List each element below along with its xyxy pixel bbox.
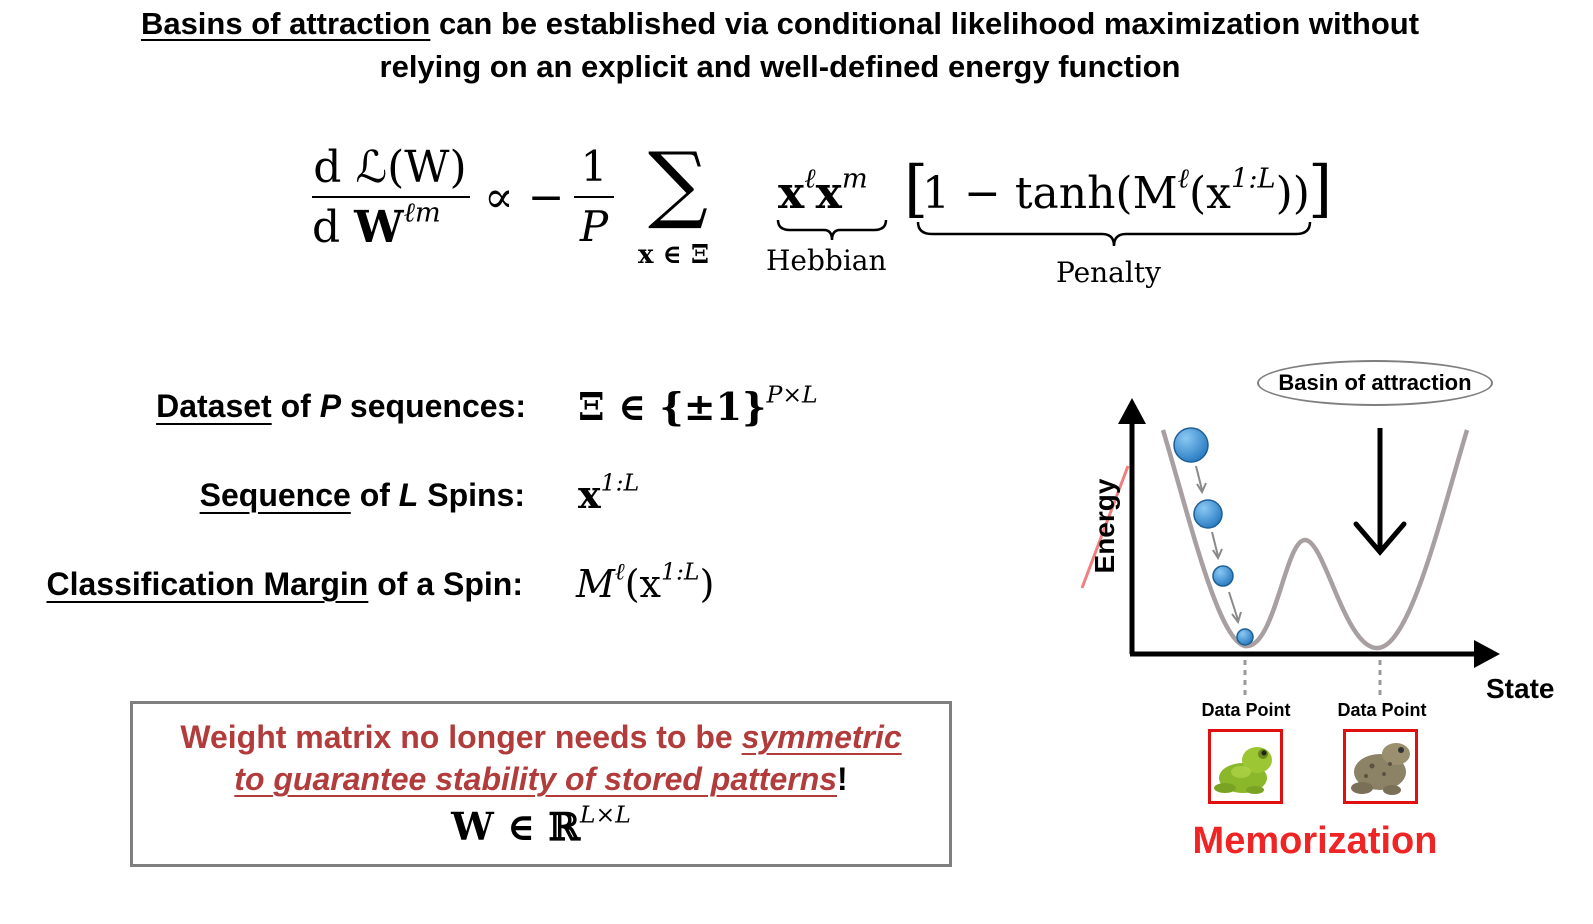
roll-arrow-3 — [1228, 591, 1239, 621]
eq-hebbian-brace — [776, 219, 888, 241]
energy-strikethrough — [1080, 465, 1130, 589]
eq-penalty-label: Penalty — [1056, 256, 1161, 289]
frog-image-2 — [1343, 729, 1418, 804]
data-point-2-label: Data Point — [1337, 700, 1427, 720]
eq-hebbian-label: Hebbian — [766, 244, 887, 277]
note-math: W ∈ ℝL×L — [451, 800, 631, 849]
def-sequence-math: x1:L — [578, 468, 640, 517]
frog-image-1 — [1208, 729, 1283, 804]
basin-of-attraction-bubble: Basin of attraction — [1257, 360, 1493, 406]
ball-4 — [1236, 628, 1254, 646]
title-rest-line1: can be established via conditional likel… — [430, 6, 1420, 41]
green-frog-icon — [1214, 747, 1272, 794]
def-margin-label: Classification Margin of a Spin: — [46, 566, 524, 602]
energy-curve — [1160, 429, 1470, 651]
asymmetric-weights-note: Weight matrix no longer needs to be symm… — [130, 701, 952, 867]
y-axis-arrowhead — [1118, 398, 1146, 424]
def-dataset-math: Ξ ∈ {±1}P×L — [578, 380, 818, 429]
eq-hebbian-term: xℓxm — [778, 163, 868, 219]
eq-fraction-bar-2 — [574, 196, 614, 198]
roll-arrow-2 — [1211, 531, 1219, 557]
eq-penalty-brace — [916, 221, 1312, 247]
slide-title: Basins of attraction can be established … — [0, 2, 1560, 88]
eq-right-bracket: ] — [1308, 152, 1333, 225]
eq-denominator: d Wℓm — [312, 197, 441, 253]
memorization-caption: Memorization — [1192, 820, 1438, 862]
note-line-1: Weight matrix no longer needs to be symm… — [180, 719, 902, 755]
eq-numerator: d ℒ(W) — [313, 142, 467, 193]
energy-axis-label: Energy — [1089, 478, 1120, 574]
eq-left-bracket: [ — [904, 152, 929, 225]
roll-arrow-1 — [1195, 465, 1203, 491]
eq-fraction-bar-1 — [312, 196, 470, 198]
basin-arrow-head — [1353, 521, 1407, 556]
state-axis-label: State — [1486, 673, 1555, 704]
def-sequence-label: Sequence of L Spins: — [199, 477, 525, 513]
eq-one: 1 — [580, 142, 608, 191]
title-underlined: Basins of attraction — [140, 6, 431, 41]
def-dataset-label: Dataset of P sequences: — [156, 388, 526, 424]
x-axis-arrowhead — [1474, 640, 1500, 668]
note-line-2: to guarantee stability of stored pattern… — [234, 761, 848, 797]
title-line2: relying on an explicit and well-defined … — [379, 49, 1181, 84]
data-point-1-label: Data Point — [1201, 700, 1291, 720]
ball-3 — [1212, 565, 1234, 587]
def-margin-math: Mℓ(x1:L) — [576, 557, 715, 606]
toad-icon — [1351, 743, 1410, 795]
eq-penalty-term: 1 − tanh(Mℓ(x1:L)) — [922, 163, 1310, 219]
eq-P: P — [579, 202, 609, 251]
ball-1 — [1173, 427, 1209, 463]
ball-2 — [1193, 499, 1223, 529]
eq-propto: ∝ − — [484, 172, 565, 223]
gradient-equation: d ℒ(W) d Wℓm ∝ − 1 P ∑ x ∈ Ξ xℓxm Hebbia… — [0, 0, 1593, 320]
eq-sum-subscript: x ∈ Ξ — [638, 240, 710, 270]
eq-sum-symbol: ∑ — [648, 134, 708, 232]
